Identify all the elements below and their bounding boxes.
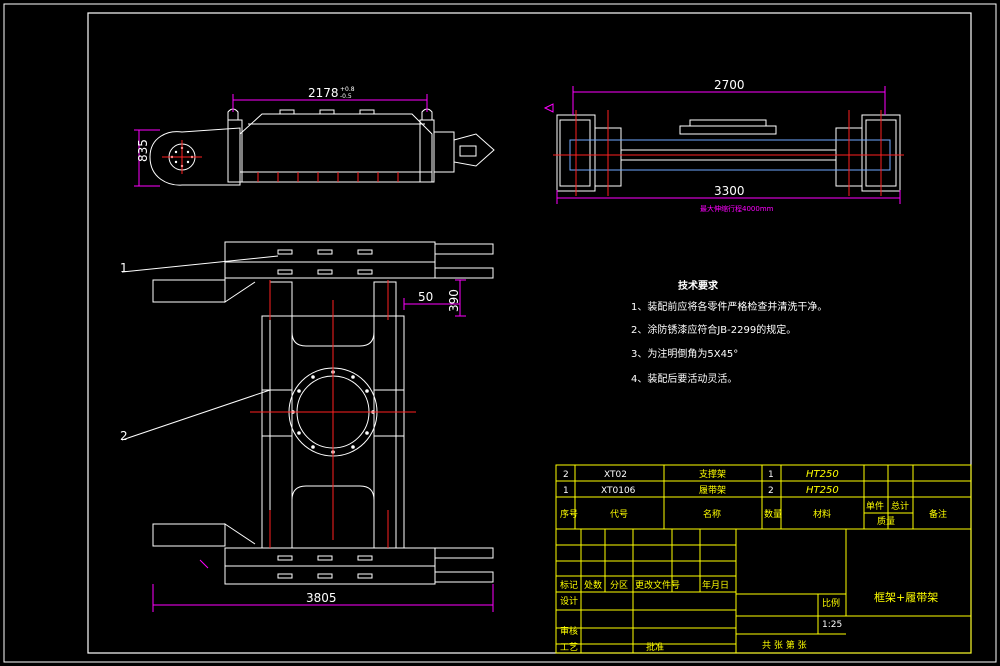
balloon-1: 1	[120, 261, 128, 275]
part-row-2-code: XT0106	[601, 486, 636, 496]
header-seq: 序号	[560, 508, 578, 520]
top-view-dims	[543, 86, 901, 204]
tb-date: 年月日	[702, 579, 729, 591]
part-row-1-seq: 2	[563, 470, 569, 480]
plan-view-centerlines	[250, 280, 416, 548]
header-code: 代号	[610, 509, 628, 520]
dim-3805: 3805	[306, 591, 337, 605]
tb-change-doc: 更改文件号	[635, 579, 680, 591]
dim-50: 50	[418, 290, 433, 304]
part-row-2-seq: 1	[563, 486, 569, 496]
part-row-1-material: HT250	[806, 469, 839, 480]
dim-390: 390	[447, 289, 461, 312]
top-view-note: 最大伸缩行程4000mm	[700, 204, 774, 213]
tb-process: 工艺	[560, 642, 578, 653]
header-unit-total: 总计	[891, 500, 909, 512]
tb-audit: 审核	[560, 625, 578, 637]
top-view-centerlines	[553, 110, 904, 196]
dim-3300: 3300	[714, 184, 745, 198]
part-row-2-qty: 2	[768, 486, 774, 496]
part-row-2-material: HT250	[806, 485, 839, 496]
tb-design: 设计	[560, 595, 578, 607]
side-view	[149, 108, 495, 186]
tb-zone: 分区	[610, 580, 628, 591]
title-block-grid	[555, 464, 972, 654]
plan-view-dims	[152, 279, 494, 612]
tb-sheets: 共 张 第 张	[762, 639, 807, 651]
side-view-hidden-bolts	[162, 140, 399, 182]
part-row-1-code: XT02	[604, 470, 627, 480]
header-name: 名称	[703, 508, 721, 520]
dim-835: 835	[136, 139, 150, 162]
tb-count: 处数	[584, 579, 602, 591]
tb-ratio-value: 1:25	[822, 620, 842, 630]
tb-approve: 批准	[646, 641, 664, 653]
inner-border	[87, 12, 972, 654]
dim-2700: 2700	[714, 78, 745, 92]
tb-mark: 标记	[560, 579, 578, 591]
plan-view-flange-holes	[291, 370, 375, 454]
tech-req-item-3: 3、为注明倒角为5X45°	[631, 347, 738, 360]
balloon-leaders	[121, 255, 279, 441]
header-qty: 数量	[764, 508, 782, 520]
side-view-dims	[134, 94, 428, 187]
plan-view	[152, 241, 494, 585]
tech-req-title: 技术要求	[678, 279, 719, 292]
tb-ratio-label: 比例	[822, 597, 840, 609]
tb-drawing-title: 框架+履带架	[874, 591, 938, 604]
part-row-1-name: 支撑架	[699, 468, 726, 480]
part-row-2-name: 履带架	[699, 485, 726, 496]
dim-2178-tol-lower: -0.5	[340, 93, 352, 100]
part-row-1-qty: 1	[768, 470, 774, 480]
dim-2178-tol-upper: +0.8	[340, 86, 355, 93]
outer-border	[3, 3, 997, 663]
header-material: 材料	[813, 508, 831, 520]
header-remark: 备注	[929, 508, 947, 520]
header-weight: 质量	[877, 515, 895, 527]
tech-req-item-4: 4、装配后要活动灵活。	[631, 372, 737, 385]
dim-2178: 2178	[308, 86, 339, 100]
tech-req-item-2: 2、涂防锈漆应符合JB-2299的规定。	[631, 323, 796, 336]
balloon-2: 2	[120, 429, 128, 443]
tech-req-item-1: 1、装配前应将各零件严格检查并清洗干净。	[631, 300, 827, 313]
header-unit-single: 单件	[866, 500, 884, 512]
